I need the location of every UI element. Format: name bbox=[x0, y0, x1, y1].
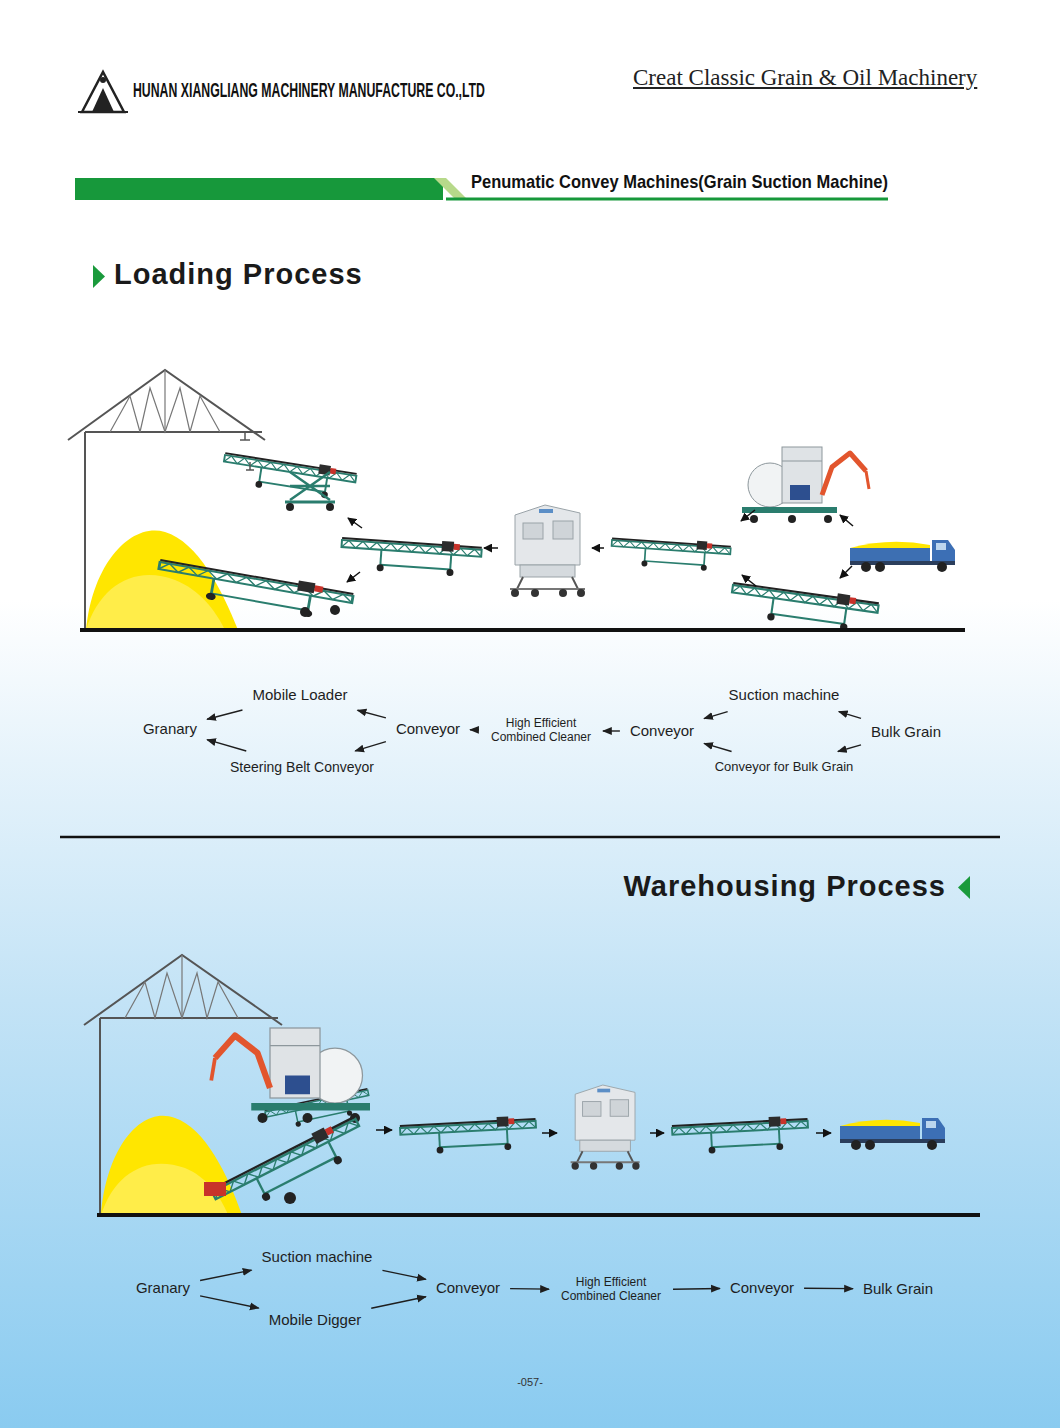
flow-step: Suction machine bbox=[725, 684, 844, 705]
flow-step: Bulk Grain bbox=[859, 1278, 937, 1299]
flow-arrow bbox=[673, 1288, 720, 1290]
step-label: Granary bbox=[143, 720, 197, 737]
flow-arrow bbox=[207, 710, 242, 719]
slogan-text: Creat Classic Grain & Oil Machinery bbox=[633, 65, 977, 91]
section-heading: Loading Process bbox=[114, 258, 363, 291]
divider bbox=[60, 836, 1000, 839]
step-label: Conveyor bbox=[630, 722, 694, 739]
step-label: Conveyor bbox=[396, 720, 460, 737]
flow-arrow bbox=[804, 1288, 853, 1290]
flow-arrow bbox=[382, 1270, 425, 1279]
flow-step: Granary bbox=[139, 718, 201, 739]
logo bbox=[78, 72, 128, 112]
flow-step: Conveyor bbox=[626, 720, 698, 741]
page-number-text: -057- bbox=[517, 1376, 543, 1388]
step-label: Mobile Loader bbox=[252, 686, 347, 703]
flow-step: Mobile Digger bbox=[265, 1309, 366, 1330]
section-marker bbox=[958, 876, 970, 899]
page-title-text: Penumatic Convey Machines(Grain Suction … bbox=[471, 171, 888, 193]
flow-step: Suction machine bbox=[258, 1246, 377, 1267]
section-heading: Warehousing Process bbox=[623, 870, 946, 903]
step-label: High Efficient Combined Cleaner bbox=[559, 1276, 663, 1304]
loading-illustration bbox=[68, 370, 965, 635]
flow-arrow bbox=[470, 729, 479, 731]
flow-step: Conveyor bbox=[432, 1277, 504, 1298]
flow-step: Conveyor for Bulk Grain bbox=[711, 758, 858, 777]
section-heading-text: Loading Process bbox=[114, 258, 363, 291]
flow-arrow bbox=[355, 742, 386, 751]
flow-step: High Efficient Combined Cleaner bbox=[555, 1274, 667, 1306]
flow-step: Bulk Grain bbox=[867, 721, 945, 742]
flow-arrow bbox=[200, 1296, 259, 1308]
page-title: Penumatic Convey Machines(Grain Suction … bbox=[471, 171, 888, 193]
step-label: Mobile Digger bbox=[269, 1311, 362, 1328]
company-name-text: HUNAN XIANGLIANG MACHINERY MANUFACTURE C… bbox=[133, 78, 485, 102]
title-bar bbox=[75, 178, 443, 200]
step-label: Bulk Grain bbox=[863, 1280, 933, 1297]
section-heading-text: Warehousing Process bbox=[623, 870, 946, 903]
flow-step: Steering Belt Conveyor bbox=[226, 757, 378, 777]
flow-step: Mobile Loader bbox=[248, 684, 351, 705]
flow-arrow bbox=[207, 740, 246, 751]
flow-arrow bbox=[839, 712, 861, 719]
flow-arrow bbox=[838, 745, 861, 752]
warehousing-illustration bbox=[84, 955, 980, 1221]
company-name: HUNAN XIANGLIANG MACHINERY MANUFACTURE C… bbox=[133, 78, 485, 102]
flow-step: Conveyor bbox=[726, 1277, 798, 1298]
flow-arrow bbox=[371, 1297, 426, 1308]
step-label: Steering Belt Conveyor bbox=[230, 759, 374, 775]
step-label: Suction machine bbox=[729, 686, 840, 703]
step-label: High Efficient Combined Cleaner bbox=[489, 717, 593, 745]
flow-step: High Efficient Combined Cleaner bbox=[485, 715, 597, 747]
step-label: Bulk Grain bbox=[871, 723, 941, 740]
slogan: Creat Classic Grain & Oil Machinery bbox=[633, 65, 977, 91]
flow-arrow bbox=[603, 730, 620, 731]
page-number: -057- bbox=[517, 1376, 543, 1388]
step-label: Granary bbox=[136, 1279, 190, 1296]
step-label: Conveyor for Bulk Grain bbox=[715, 760, 854, 775]
flow-arrow bbox=[358, 710, 386, 718]
flow-arrow bbox=[704, 712, 728, 719]
section-marker bbox=[93, 265, 105, 288]
flow-step: Granary bbox=[132, 1277, 194, 1298]
step-label: Suction machine bbox=[262, 1248, 373, 1265]
flow-arrow bbox=[200, 1270, 251, 1280]
flow-arrow bbox=[704, 743, 731, 751]
step-label: Conveyor bbox=[730, 1279, 794, 1296]
flow-step: Conveyor bbox=[392, 718, 464, 739]
step-label: Conveyor bbox=[436, 1279, 500, 1296]
flow-arrow bbox=[510, 1288, 549, 1290]
